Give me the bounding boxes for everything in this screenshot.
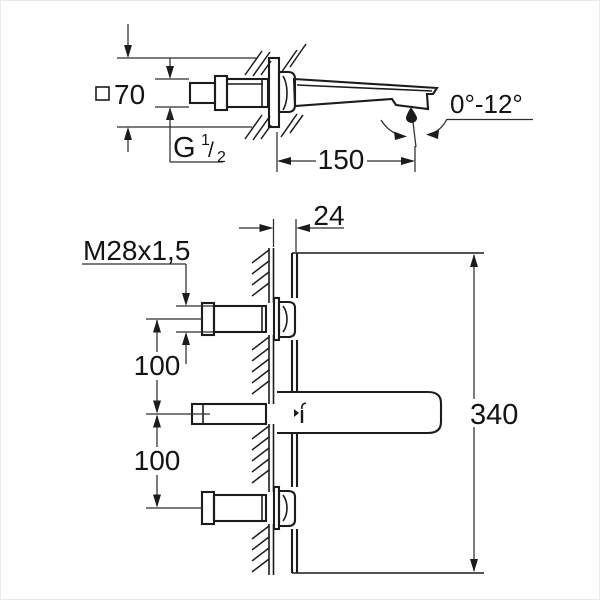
thread-spec-dimension: M28x1,5 xyxy=(82,235,213,364)
rosette-top xyxy=(272,296,297,342)
plate-length-dimension: 340 xyxy=(292,252,518,574)
spout-reach-value: 150 xyxy=(318,144,365,175)
escutcheon-contour xyxy=(282,75,288,111)
spout-reach-dimension: 150 xyxy=(276,132,416,175)
spout-inner-line xyxy=(296,84,433,92)
side-view: 0°-12° 70 G 1 / 2 xyxy=(95,24,533,175)
thread-dimension: G 1 / 2 xyxy=(155,58,226,166)
swivel-angle-label: 0°-12° xyxy=(450,89,523,119)
wall-hatch-installation xyxy=(251,336,270,395)
rosette-bottom xyxy=(272,485,297,531)
wall-hatch-side-view xyxy=(244,43,307,141)
water-drop-icon xyxy=(406,107,417,123)
grohe-logo-mark xyxy=(294,402,307,423)
swivel-arc xyxy=(380,118,533,140)
stub-centerlines xyxy=(146,318,202,509)
plate-length-value: 340 xyxy=(470,399,518,431)
thread-label-denominator: 2 xyxy=(217,149,226,166)
installation-view: 24 M28x1,5 100 100 xyxy=(82,200,518,575)
plate-size-value: 70 xyxy=(114,79,145,110)
wall-hatch-installation xyxy=(251,249,270,297)
valve-stub-bottom xyxy=(200,490,268,526)
thread-label-slash: / xyxy=(208,139,214,162)
thread-spec-label: M28x1,5 xyxy=(83,235,190,266)
valve-stub-top xyxy=(200,301,268,337)
plate-size-dimension: 70 xyxy=(95,24,258,152)
wall-plate-side xyxy=(267,56,281,129)
wall-offset-value: 24 xyxy=(313,200,344,231)
water-stream xyxy=(412,121,417,148)
handle-spacing-dimensions: 100 100 xyxy=(134,319,181,508)
handle-spacing-lower-value: 100 xyxy=(134,445,181,476)
wall-lines xyxy=(268,248,275,575)
wall-hatch-installation xyxy=(251,525,270,573)
handle-profile xyxy=(188,74,270,112)
spout-profile xyxy=(292,77,439,111)
spout-plan-outline xyxy=(277,390,443,435)
wall-offset-dimension: 24 xyxy=(239,200,345,252)
spout-stub xyxy=(184,402,268,426)
handle-spacing-upper-value: 100 xyxy=(134,350,181,381)
thread-label-prefix: G xyxy=(173,132,196,164)
square-section-icon xyxy=(95,86,110,101)
thread-label-numerator: 1 xyxy=(201,132,210,149)
trim-plate-edge xyxy=(290,253,299,573)
wall-hatch-installation xyxy=(251,425,270,484)
